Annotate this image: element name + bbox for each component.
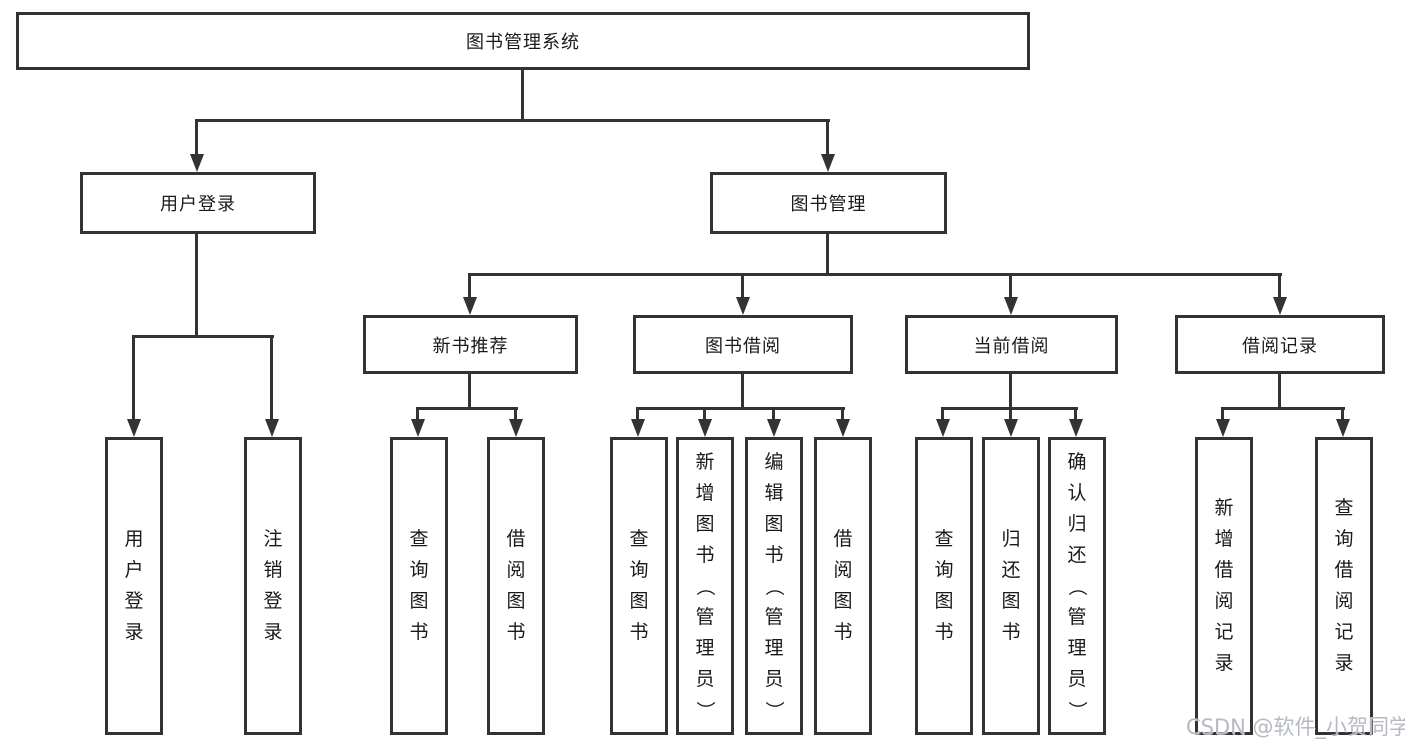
node-label: 图书借阅 [705,335,781,357]
node-label: 借阅记录 [1242,335,1318,357]
arrowhead-down-icon [736,297,750,315]
node-borrow-records: 借阅记录 [1175,315,1385,374]
node-label: 查询借阅记录 [1334,497,1354,674]
connector-line [132,335,135,421]
arrowhead-down-icon [265,419,279,437]
arrowhead-down-icon [936,419,950,437]
leaf-add-borrow-record: 新增借阅记录 [1195,437,1253,735]
arrowhead-down-icon [631,419,645,437]
arrowhead-down-icon [698,419,712,437]
arrowhead-down-icon [190,154,204,172]
leaf-add-books-admin: 新增图书（管理员） [676,437,734,735]
connector-line [468,273,1282,276]
connector-line [1009,407,1012,421]
arrowhead-down-icon [1216,419,1230,437]
connector-line [416,407,419,421]
node-label: 新增图书（管理员） [694,450,717,720]
connector-line [826,119,829,156]
connector-line [826,234,829,274]
connector-line [1074,407,1077,421]
connector-line [636,407,639,421]
node-label: 借阅图书 [833,528,853,643]
connector-line [132,335,274,338]
csdn-watermark: CSDN @软件_小贺同学 [1186,715,1405,739]
connector-line [195,234,198,336]
node-book-borrowing: 图书借阅 [633,315,853,374]
connector-line [468,273,471,299]
node-label: 图书管理 [790,194,867,215]
leaf-return-books: 归还图书 [982,437,1040,735]
connector-line [195,119,198,156]
connector-line [521,70,524,120]
connector-line [1221,407,1224,421]
connector-line [636,407,845,410]
connector-line [841,407,844,421]
leaf-confirm-return-admin: 确认归还（管理员） [1048,437,1106,735]
node-label: 借阅图书 [506,528,526,643]
connector-line [772,407,775,421]
leaf-edit-books-admin: 编辑图书（管理员） [745,437,803,735]
node-label: 查询图书 [934,528,954,643]
arrowhead-down-icon [1273,297,1287,315]
connector-line [270,335,273,421]
node-label: 查询图书 [629,528,649,643]
connector-line [703,407,706,421]
node-label: 确认归还（管理员） [1066,450,1089,720]
node-label: 用户登录 [124,528,144,643]
node-label: 编辑图书（管理员） [763,450,786,720]
node-current-borrowing: 当前借阅 [905,315,1118,374]
connector-line [468,374,471,408]
leaf-current-query-books: 查询图书 [915,437,973,735]
connector-line [196,119,830,122]
arrowhead-down-icon [836,419,850,437]
arrowhead-down-icon [1004,297,1018,315]
connector-line [1341,407,1344,421]
leaf-user-login: 用户登录 [105,437,163,735]
arrowhead-down-icon [127,419,141,437]
leaf-query-borrow-record: 查询借阅记录 [1315,437,1373,735]
connector-line [941,407,944,421]
node-label: 图书管理系统 [466,32,580,53]
leaf-recommend-borrow-books: 借阅图书 [487,437,545,735]
leaf-recommend-query-books: 查询图书 [390,437,448,735]
node-new-book-recommendation: 新书推荐 [363,315,578,374]
arrowhead-down-icon [767,419,781,437]
leaf-logout: 注销登录 [244,437,302,735]
connector-line [1009,273,1012,299]
arrowhead-down-icon [509,419,523,437]
node-label: 注销登录 [263,528,283,643]
arrowhead-down-icon [1069,419,1083,437]
arrowhead-down-icon [1336,419,1350,437]
node-label: 当前借阅 [973,335,1050,357]
node-label: 新增借阅记录 [1214,497,1234,674]
arrowhead-down-icon [411,419,425,437]
connector-line [1221,407,1345,410]
leaf-borrowing-query-books: 查询图书 [610,437,668,735]
connector-line [1278,374,1281,408]
node-label: 用户登录 [160,194,236,215]
connector-line [1278,273,1281,299]
connector-line [1009,374,1012,408]
connector-line [416,407,518,410]
connector-line [514,407,517,421]
leaf-borrow-books: 借阅图书 [814,437,872,735]
arrowhead-down-icon [1004,419,1018,437]
node-label: 新书推荐 [432,335,509,357]
arrowhead-down-icon [821,154,835,172]
node-user-login: 用户登录 [80,172,316,234]
arrowhead-down-icon [463,297,477,315]
node-label: 归还图书 [1001,528,1021,643]
node-label: 查询图书 [409,528,429,643]
node-book-management: 图书管理 [710,172,947,234]
connector-line [741,374,744,408]
connector-line [741,273,744,299]
node-root-library-system: 图书管理系统 [16,12,1030,70]
